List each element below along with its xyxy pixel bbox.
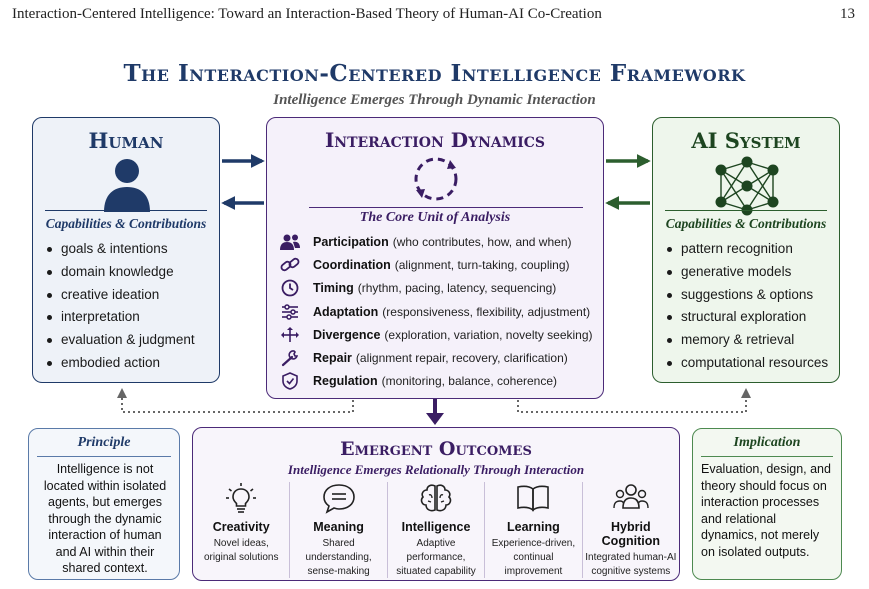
principle-title: Principle bbox=[77, 435, 131, 450]
ai-capability-list: pattern recognition generative models su… bbox=[667, 238, 828, 375]
ai-title: AI System bbox=[691, 128, 801, 153]
outcome-description: Adaptive performance,situated capability bbox=[396, 538, 476, 577]
emergent-outcomes-panel: Emergent Outcomes Intelligence Emerges R… bbox=[192, 427, 680, 581]
ai-divider bbox=[665, 210, 827, 211]
ai-section-title: Capabilities & Contributions bbox=[665, 216, 827, 231]
dynamic-name: Divergence bbox=[313, 327, 381, 342]
dynamic-description: (alignment repair, recovery, clarificati… bbox=[355, 351, 568, 366]
outcome-description: Novel ideas,original solutions bbox=[203, 538, 279, 563]
list-item: domain knowledge bbox=[47, 261, 195, 284]
dynamic-description: (monitoring, balance, coherence) bbox=[381, 374, 558, 389]
brain-icon bbox=[420, 484, 452, 512]
outcome-item: Creativity Novel ideas,original solution… bbox=[193, 482, 289, 578]
dynamics-list: Participation (who contributes, how, and… bbox=[279, 230, 593, 393]
running-header: Interaction-Centered Intelligence: Towar… bbox=[12, 6, 855, 24]
dynamic-description: (alignment, turn-taking, coupling) bbox=[394, 257, 570, 272]
list-item: memory & retrieval bbox=[667, 329, 828, 352]
outcome-name: Learning bbox=[507, 520, 560, 534]
lightbulb-icon bbox=[226, 483, 257, 513]
implication-panel: Implication Evaluation, design, and theo… bbox=[692, 428, 842, 580]
group-icon bbox=[613, 484, 649, 509]
implication-text: Evaluation, design, and theory should fo… bbox=[701, 462, 831, 559]
list-item: goals & intentions bbox=[47, 238, 195, 261]
dynamic-name: Participation bbox=[313, 234, 389, 249]
principle-text: Intelligence is not located within isola… bbox=[43, 462, 167, 575]
dynamic-name: Timing bbox=[313, 281, 354, 296]
list-item: Regulation (monitoring, balance, coheren… bbox=[279, 370, 593, 393]
principle-panel: Principle Intelligence is not located wi… bbox=[28, 428, 180, 580]
list-item: suggestions & options bbox=[667, 284, 828, 307]
link-icon bbox=[280, 257, 300, 272]
clock-icon bbox=[281, 279, 299, 297]
wrench-icon bbox=[281, 350, 299, 367]
list-item: Divergence (exploration, variation, nove… bbox=[279, 323, 593, 346]
dynamics-to-outcomes-arrow bbox=[426, 399, 444, 425]
list-item: Coordination (alignment, turn-taking, co… bbox=[279, 253, 593, 276]
dynamic-description: (exploration, variation, novelty seeking… bbox=[384, 327, 593, 342]
dynamics-divider bbox=[309, 207, 583, 208]
dynamics-section-title: The Core Unit of Analysis bbox=[359, 210, 511, 225]
human-divider bbox=[45, 210, 207, 211]
outcome-description: Experience-driven,continual improvement bbox=[491, 538, 576, 577]
outcome-name: Creativity bbox=[212, 520, 270, 534]
dynamics-title: Interaction Dynamics bbox=[324, 128, 546, 152]
dynamic-name: Adaptation bbox=[313, 304, 379, 319]
book-icon bbox=[517, 485, 550, 512]
list-item: interpretation bbox=[47, 306, 195, 329]
list-item: evaluation & judgment bbox=[47, 329, 195, 352]
human-section-title: Capabilities & Contributions bbox=[45, 216, 207, 231]
list-item: structural exploration bbox=[667, 306, 828, 329]
list-item: Participation (who contributes, how, and… bbox=[279, 230, 593, 253]
interaction-dynamics-panel: Interaction Dynamics The Core Unit of An… bbox=[266, 117, 604, 399]
list-item: Repair (alignment repair, recovery, clar… bbox=[279, 346, 593, 369]
list-item: computational resources bbox=[667, 352, 828, 375]
outcome-name: Intelligence bbox=[401, 520, 471, 534]
list-item: Timing (rhythm, pacing, latency, sequenc… bbox=[279, 277, 593, 300]
page-number: 13 bbox=[840, 6, 855, 22]
human-panel: Human Capabilities & Contributions goals… bbox=[32, 117, 220, 383]
figure-subtitle: Intelligence Emerges Through Dynamic Int… bbox=[273, 92, 596, 108]
chat-bubble-icon bbox=[322, 484, 355, 514]
list-item: generative models bbox=[667, 261, 828, 284]
arrows-icon bbox=[281, 326, 299, 342]
dashed-cycle-icon bbox=[414, 157, 458, 201]
outcome-name: Meaning bbox=[313, 520, 364, 534]
outcome-name: Hybrid Cognition bbox=[601, 520, 660, 548]
emergent-subtitle: Intelligence Emerges Relationally Throug… bbox=[287, 462, 585, 477]
dynamic-name: Repair bbox=[313, 351, 352, 366]
outcome-description: Shared understanding,sense-making bbox=[305, 538, 372, 577]
outcome-list: Creativity Novel ideas,original solution… bbox=[193, 482, 679, 578]
dynamic-description: (who contributes, how, and when) bbox=[392, 234, 572, 249]
dynamic-description: (rhythm, pacing, latency, sequencing) bbox=[357, 281, 557, 296]
people-icon bbox=[280, 234, 300, 250]
running-header-title: Interaction-Centered Intelligence: Towar… bbox=[12, 6, 602, 22]
person-icon bbox=[104, 159, 150, 212]
outcome-item: Learning Experience-driven,continual imp… bbox=[484, 482, 581, 578]
list-item: embodied action bbox=[47, 352, 195, 375]
human-capability-list: goals & intentions domain knowledge crea… bbox=[47, 238, 195, 375]
emergent-title: Emergent Outcomes bbox=[340, 438, 532, 460]
list-item: pattern recognition bbox=[667, 238, 828, 261]
human-title: Human bbox=[88, 128, 164, 153]
list-item: Adaptation (responsiveness, flexibility,… bbox=[279, 300, 593, 323]
dynamic-name: Coordination bbox=[313, 257, 391, 272]
ai-system-panel: AI System Capabilities & Contributions p… bbox=[652, 117, 840, 383]
sliders-icon bbox=[282, 303, 298, 320]
figure-title: The Interaction-Centered Intelligence Fr… bbox=[123, 60, 746, 87]
implication-divider bbox=[701, 456, 833, 457]
principle-divider bbox=[37, 456, 171, 457]
dynamic-name: Regulation bbox=[313, 374, 378, 389]
outcome-item: Meaning Shared understanding,sense-makin… bbox=[289, 482, 386, 578]
implication-title: Implication bbox=[733, 435, 801, 450]
shield-icon bbox=[282, 372, 298, 391]
list-item: creative ideation bbox=[47, 284, 195, 307]
outcome-item: Intelligence Adaptive performance,situat… bbox=[386, 482, 484, 578]
neural-network-icon bbox=[715, 156, 779, 216]
dynamic-description: (responsiveness, flexibility, adjustment… bbox=[382, 304, 591, 319]
